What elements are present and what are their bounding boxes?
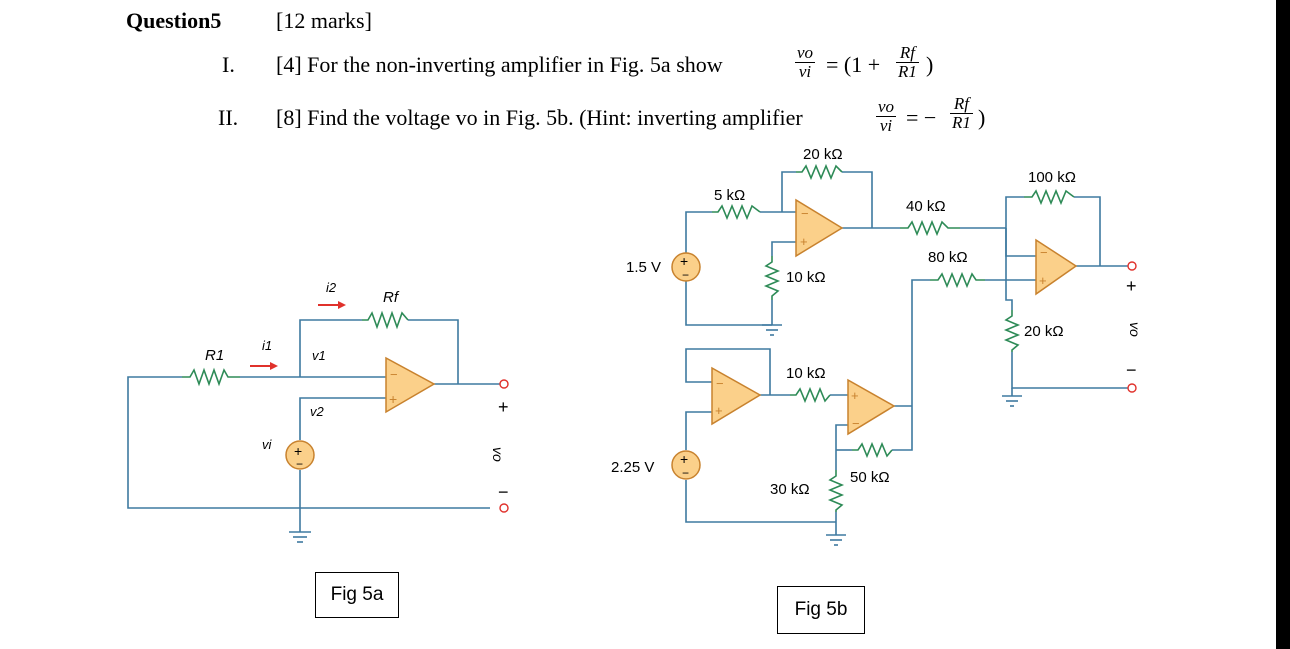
part1-text: [4] For the non-inverting amplifier in F…: [276, 52, 723, 77]
label-i1: i1: [262, 338, 272, 353]
fig5b-source-2v25: [671, 450, 701, 480]
question-title: Question5: [126, 8, 222, 33]
fig5b-resistors: [712, 163, 1075, 512]
fig5b-source-1v5: [671, 252, 701, 282]
fig5b-opamp2: [1035, 238, 1078, 296]
label-vo-5a: vo: [490, 447, 506, 462]
op3-minus: −: [716, 376, 724, 391]
fig5b-opamp4: [847, 378, 896, 436]
label-vo-plus-5a: +: [498, 397, 509, 417]
label-v2: v2: [310, 404, 325, 419]
label-20k-b: 20 kΩ: [1024, 323, 1064, 340]
label-10k-a: 10 kΩ: [786, 269, 826, 286]
fig5a-wires: [127, 319, 500, 532]
part1-rhs-den: R1: [898, 62, 917, 81]
part2-text: [8] Find the voltage vo in Fig. 5b. (Hin…: [276, 105, 803, 130]
src1-minus: −: [682, 268, 689, 282]
fig5a-caption: Fig 5a: [315, 572, 399, 618]
label-vo-minus-5a: −: [498, 482, 509, 502]
op4-minus: −: [852, 416, 860, 431]
fig5a-terminal-top: [499, 379, 509, 389]
label-10k-b: 10 kΩ: [786, 365, 826, 382]
part2-lhs-fraction: vo vi: [876, 97, 897, 135]
fig5b-terminal-top: [1127, 261, 1137, 271]
r30k-vertical: [827, 470, 845, 512]
r10k-horizontal: [790, 386, 831, 404]
label-vo-plus-5b: +: [1126, 276, 1137, 296]
part1-equals: = (1 +: [826, 52, 881, 77]
r80k-resistor: [930, 271, 985, 289]
part1-numeral: I.: [222, 52, 235, 77]
label-100k: 100 kΩ: [1028, 169, 1076, 186]
part1-lhs-fraction: vo vi: [795, 43, 816, 81]
rf-resistor: [362, 310, 409, 330]
op2-minus: −: [1040, 245, 1048, 260]
src2-plus: +: [680, 451, 688, 467]
label-5k: 5 kΩ: [714, 187, 745, 204]
fig5b-wires: [685, 171, 1128, 535]
fig5a-src-minus: −: [296, 457, 303, 471]
src1-plus: +: [680, 253, 688, 269]
label-2v25: 2.25 V: [611, 459, 654, 476]
r20k-vertical: [1003, 310, 1021, 352]
r40k-resistor: [900, 219, 960, 237]
op1-plus: +: [800, 234, 808, 249]
fig5a-ground: [289, 531, 311, 543]
r1-resistor: [182, 367, 240, 387]
label-v1: v1: [312, 348, 326, 363]
r50k-resistor: [852, 441, 893, 459]
part2-lhs-den: vi: [879, 116, 893, 135]
part2-rhs-num: Rf: [950, 95, 973, 114]
fig5b-grounds: [762, 324, 1022, 546]
fig5b-terminal-bottom: [1127, 383, 1137, 393]
fig5a-terminal-bottom: [499, 503, 509, 513]
label-vo-5b: vo: [1127, 322, 1143, 337]
r100k-resistor: [1024, 188, 1075, 206]
op1-minus: −: [801, 206, 809, 221]
label-r1: R1: [205, 347, 224, 364]
src2-minus: −: [682, 466, 689, 480]
label-40k: 40 kΩ: [906, 198, 946, 215]
r10k-vertical: [763, 256, 781, 300]
op2-plus: +: [1039, 273, 1047, 288]
part2-close: ): [978, 105, 986, 130]
label-1v5: 1.5 V: [626, 259, 661, 276]
label-30k: 30 kΩ: [770, 481, 810, 498]
fig5a-opamp-plus: +: [389, 391, 397, 407]
op4-plus: +: [851, 388, 859, 403]
fig5b-caption: Fig 5b: [777, 586, 865, 634]
part1-close: ): [926, 52, 934, 77]
fig5b-opamp1: [795, 198, 844, 258]
part1-lhs-den: vi: [798, 62, 812, 81]
part2-lhs-num: vo: [876, 97, 897, 117]
op3-plus: +: [715, 403, 723, 418]
fig5a-source-vi: [285, 440, 315, 470]
label-80k: 80 kΩ: [928, 249, 968, 266]
part2-rhs-fraction: Rf R1: [950, 95, 973, 132]
fig5a-resistors: [182, 310, 409, 387]
label-20k: 20 kΩ: [803, 146, 843, 163]
fig5a-src-plus: +: [294, 443, 302, 459]
fig5a-opamp: [385, 356, 436, 414]
label-50k: 50 kΩ: [850, 469, 890, 486]
part2-numeral: II.: [218, 105, 239, 130]
label-rf: Rf: [383, 289, 400, 306]
label-i2: i2: [326, 280, 337, 295]
fig5a-opamp-minus: −: [390, 367, 398, 382]
part1-rhs-fraction: Rf R1: [896, 44, 919, 81]
part1-rhs-num: Rf: [896, 44, 919, 63]
r20k-resistor: [796, 163, 843, 181]
r5k-resistor: [712, 203, 761, 221]
part2-rhs-den: R1: [952, 113, 971, 132]
label-vi: vi: [262, 437, 273, 452]
current-arrows: [250, 301, 346, 370]
question-marks: [12 marks]: [276, 8, 372, 33]
label-vo-minus-5b: −: [1126, 360, 1137, 380]
part1-lhs-num: vo: [795, 43, 816, 63]
fig5b-opamp3: [711, 366, 762, 426]
part2-equals: = −: [906, 105, 937, 130]
